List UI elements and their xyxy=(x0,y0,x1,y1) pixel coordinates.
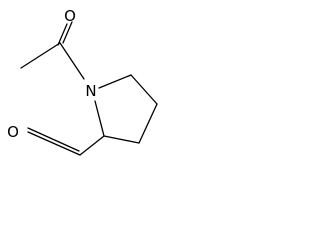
structure-canvas: N O O xyxy=(0,0,169,162)
bond-c5-c4 xyxy=(130,74,158,105)
bond-aldehyde-oxygen-a xyxy=(27,131,81,156)
bond-carbonyl-nitrogen xyxy=(59,42,85,80)
bond-aldehyde-oxygen-b xyxy=(27,127,80,152)
bond-nitrogen-c5 xyxy=(98,74,132,89)
molecule-diagram: N O O xyxy=(7,7,158,156)
bond-c4-c3 xyxy=(138,103,158,144)
bond-carbonyl-oxygen-b xyxy=(62,21,73,44)
atom-label-aldehyde-oxygen: O xyxy=(7,123,19,141)
bond-c2-nitrogen xyxy=(94,100,105,137)
atom-label-carbonyl-oxygen: O xyxy=(64,7,76,25)
bond-methyl-carbonyl xyxy=(20,42,61,69)
bond-carbonyl-oxygen-a xyxy=(57,23,68,46)
bond-c3-c2 xyxy=(103,135,140,144)
bond-c2-aldehyde-carbon xyxy=(79,135,105,156)
atom-label-nitrogen: N xyxy=(85,82,96,100)
